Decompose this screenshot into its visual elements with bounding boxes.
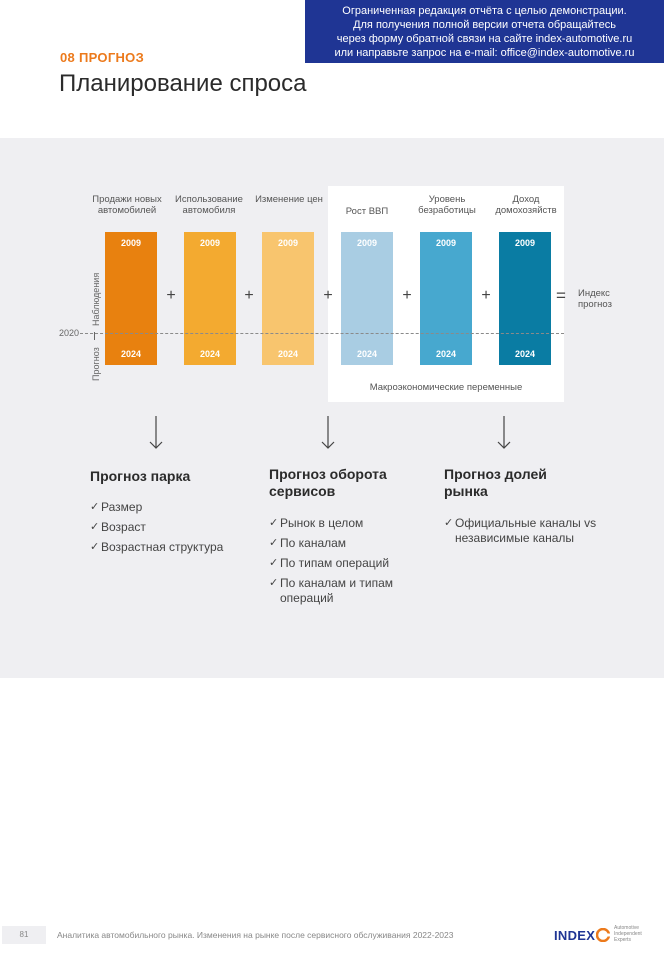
column-label-household-income: Доход домохозяйств [495,194,557,216]
output-title-fleet: Прогноз парка [90,468,191,484]
output-list-market-share: ✓Официальные каналы vs независимые канал… [444,516,614,551]
output-list-fleet: ✓Размер ✓Возраст ✓Возрастная структура [90,500,255,560]
bar-year-end: 2024 [277,349,299,359]
footer-text: Аналитика автомобильного рынка. Изменени… [57,930,454,940]
plus-operator: + [481,287,491,304]
arrow-down-icon [149,416,163,449]
bar-year-end: 2024 [199,349,221,359]
equals-operator: = [556,286,566,305]
list-item: ✓По типам операций [269,556,390,570]
index-logo: INDEX Automotive Independent Experts [554,925,654,947]
banner-line: Ограниченная редакция отчёта с целью дем… [342,5,627,17]
demo-notice-banner: Ограниченная редакция отчёта с целью дем… [305,0,664,63]
check-icon: ✓ [269,517,279,529]
column-label-car-usage: Использование автомобиля [175,194,243,216]
plus-operator: + [323,287,333,304]
bar-gdp: 2009 2024 [341,232,393,365]
banner-line: или направьте запрос на e-mail: office@i… [334,47,635,59]
column-label-unemployment: Уровень безработицы [418,194,476,216]
bar-year-start: 2009 [356,238,378,248]
macro-variables-label: Макроэкономические переменные [369,382,523,393]
plus-operator: + [402,287,412,304]
list-item: ✓Возраст [90,520,146,534]
column-label-gdp: Рост ВВП [345,206,389,217]
list-item: ✓По каналам и типам операций [269,576,394,605]
bar-unemployment: 2009 2024 [420,232,472,365]
page-number: 81 [2,926,46,944]
bar-year-start: 2009 [199,238,221,248]
plus-operator: + [244,287,254,304]
list-item: ✓По каналам [269,536,347,550]
logo-tagline: Automotive Independent Experts [614,925,642,943]
result-label: Индекс прогноз [578,288,612,310]
bar-new-sales: 2009 2024 [105,232,157,365]
plus-operator: + [166,287,176,304]
list-item: ✓Официальные каналы vs независимые канал… [444,516,597,545]
bar-price-change: 2009 2024 [262,232,314,365]
list-item: ✓Размер [90,500,143,514]
output-list-service-turnover: ✓Рынок в целом ✓По каналам ✓По типам опе… [269,516,419,611]
bar-year-start: 2009 [120,238,142,248]
arrow-down-icon [497,416,511,449]
section-label: 08 ПРОГНОЗ [60,50,145,65]
observations-label: Наблюдения [91,272,101,326]
bar-year-end: 2024 [514,349,536,359]
check-icon: ✓ [444,517,454,529]
check-icon: ✓ [269,557,279,569]
split-year-label: 2020 [59,328,80,338]
check-icon: ✓ [269,577,279,589]
bar-year-end: 2024 [435,349,457,359]
list-item: ✓Рынок в целом [269,516,364,530]
column-label-new-sales: Продажи новых автомобилей [92,194,162,216]
check-icon: ✓ [90,541,100,553]
bar-year-end: 2024 [120,349,142,359]
list-item: ✓Возрастная структура [90,540,224,554]
bar-year-start: 2009 [277,238,299,248]
bar-household-income: 2009 2024 [499,232,551,365]
column-label-price-change: Изменение цен [255,194,323,205]
page-title: Планирование спроса [59,70,307,97]
arrow-down-icon [321,416,335,449]
split-line [80,333,564,334]
output-title-service-turnover: Прогноз оборота сервисов [269,466,387,499]
check-icon: ✓ [90,501,100,513]
bar-year-start: 2009 [514,238,536,248]
axis-separator [94,332,95,340]
bar-car-usage: 2009 2024 [184,232,236,365]
banner-line: Для получения полной версии отчета обращ… [353,19,616,31]
check-icon: ✓ [269,537,279,549]
banner-line: через форму обратной связи на сайте inde… [336,33,633,45]
forecast-label: Прогноз [91,347,101,381]
bar-year-start: 2009 [435,238,457,248]
bar-year-end: 2024 [356,349,378,359]
logo-mark-icon [596,928,610,942]
output-title-market-share: Прогноз долей рынка [444,466,547,499]
check-icon: ✓ [90,521,100,533]
logo-wordmark: INDEX [554,928,596,943]
